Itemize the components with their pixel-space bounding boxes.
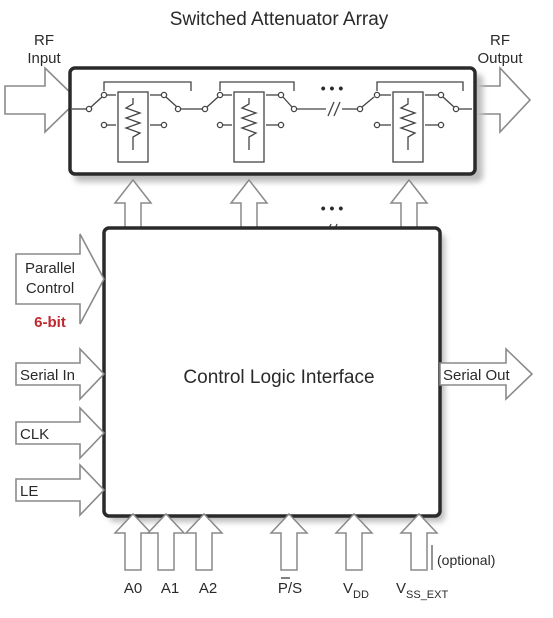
pin-arrow-vss (399, 512, 439, 571)
control-arrow-stage-1 (113, 178, 153, 231)
stage-ellipsis-bottom: • • • (321, 200, 344, 216)
control-arrows-up (113, 178, 429, 231)
chain-break-top (327, 101, 358, 117)
control-arrow-stage-2 (229, 178, 269, 231)
attenuator-stage-n (356, 81, 472, 163)
vdd-main: V (343, 580, 353, 597)
pin-label-vss: VSS_EXT (396, 580, 448, 601)
clk-label: CLK (20, 426, 49, 443)
vdd-subscript: DD (353, 589, 369, 601)
pin-label-a2: A2 (199, 580, 217, 597)
control-logic-interface: Control Logic Interface (102, 226, 445, 522)
parallel-control-label-line1: Parallel (25, 260, 75, 277)
pin-arrow-vdd (334, 512, 374, 571)
parallel-control-label-line2: Control (26, 280, 74, 297)
control-logic-label: Control Logic Interface (183, 367, 374, 388)
pin-arrow-a0 (113, 512, 153, 571)
switched-attenuator-array: • • • (68, 66, 483, 182)
attenuator-stage-2 (192, 81, 326, 163)
parallel-control-input: Parallel Control 6-bit (15, 233, 105, 331)
pin-label-vdd: VDD (343, 580, 369, 601)
pin-arrow-a1 (146, 512, 186, 571)
rf-input-label-line1: RF (34, 32, 54, 49)
serial-in-input: Serial In (15, 347, 106, 401)
bit-width-badge: 6-bit (34, 314, 66, 331)
rf-input-label-line2: Input (27, 50, 61, 67)
vss-subscript: SS_EXT (406, 589, 448, 601)
le-input: LE (15, 463, 106, 517)
control-arrow-stage-n (389, 178, 429, 231)
rf-output-label-line1: RF (490, 32, 510, 49)
pin-label-a0: A0 (124, 580, 142, 597)
vss-main: V (396, 580, 406, 597)
rf-input-arrow (4, 66, 80, 134)
pin-label-a1: A1 (161, 580, 179, 597)
serial-in-label: Serial In (20, 367, 75, 384)
le-label: LE (20, 483, 38, 500)
stage-ellipsis-top: • • • (321, 80, 344, 96)
serial-out-output: Serial Out (439, 347, 534, 401)
pin-arrow-a2 (184, 512, 224, 571)
pin-label-ps: P/S (278, 580, 302, 597)
optional-note: (optional) (437, 552, 495, 568)
serial-out-label: Serial Out (443, 367, 511, 384)
diagram-title: Switched Attenuator Array (170, 9, 389, 30)
clk-input: CLK (15, 406, 106, 460)
rf-output-label-line2: Output (477, 50, 523, 67)
pin-arrow-ps (269, 512, 309, 571)
bottom-pin-arrows (113, 512, 439, 571)
attenuator-stage-1 (72, 81, 192, 163)
